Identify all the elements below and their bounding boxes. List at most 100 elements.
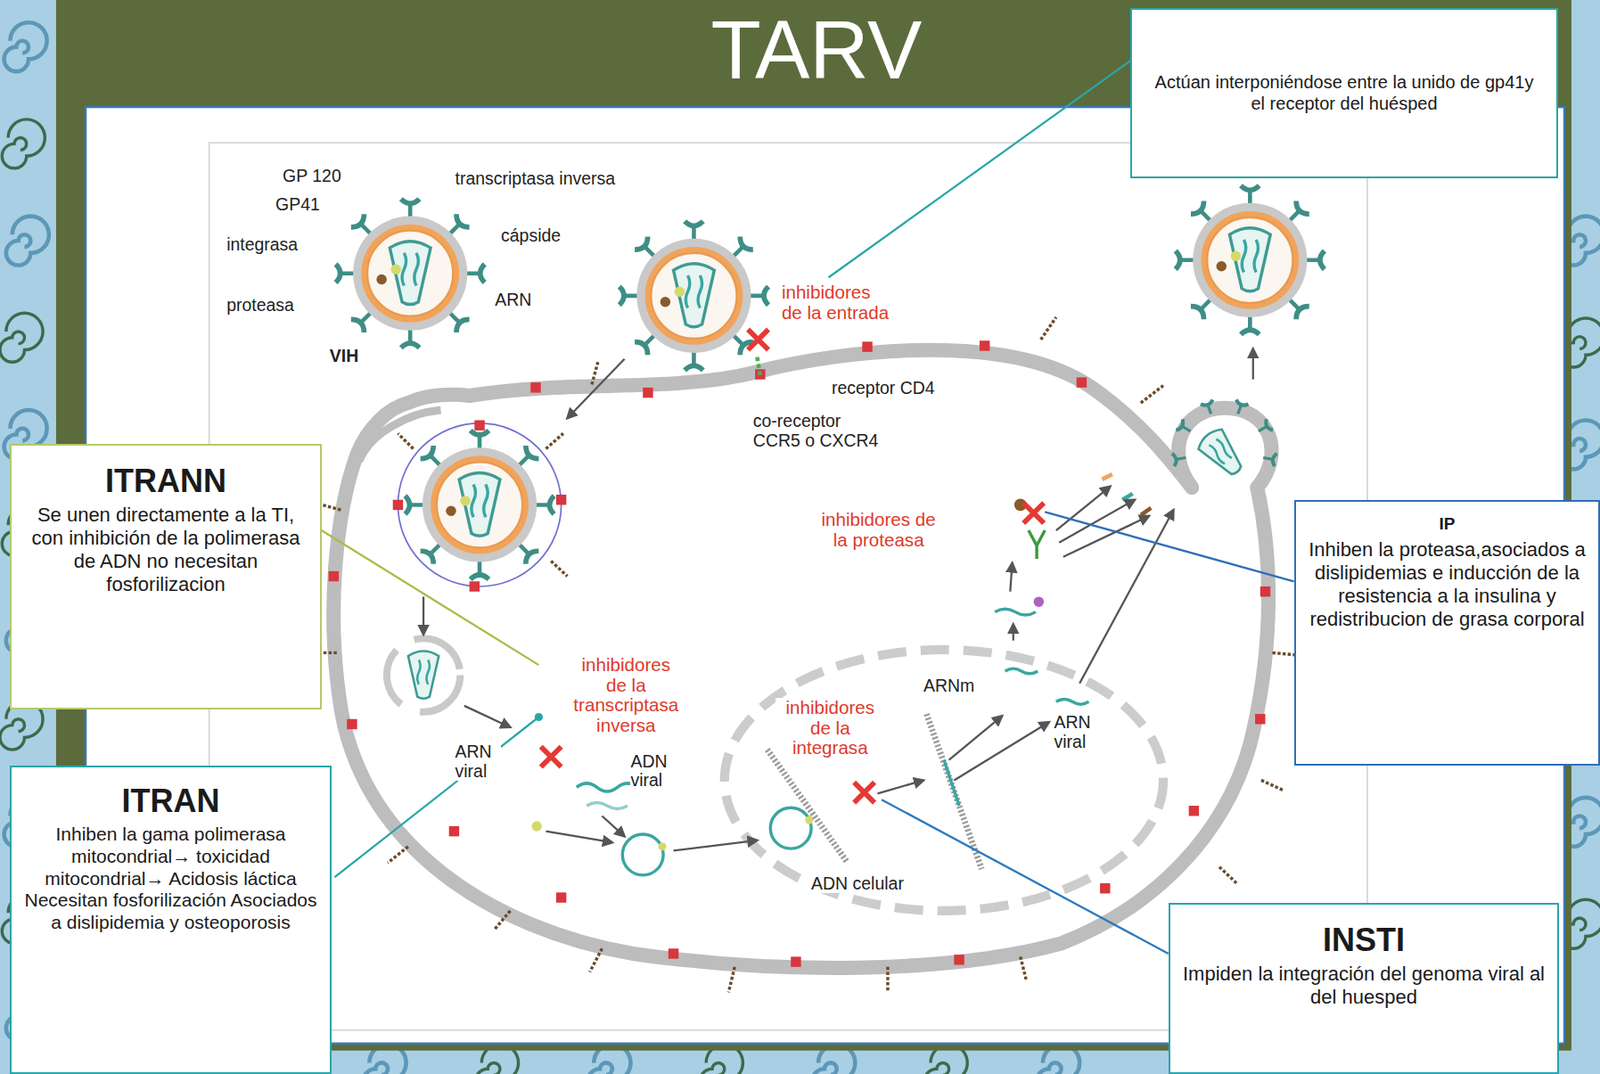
cell-membrane-part-part	[590, 948, 603, 972]
callout-box: ITRANInhiben la gama polimerasa mitocond…	[9, 765, 332, 1074]
virus-particles-part	[1172, 451, 1188, 467]
cell-membrane-part	[397, 423, 561, 587]
cell-membrane-part-part	[469, 581, 480, 591]
leader-lines-part	[1044, 511, 1294, 582]
process-arrows-part	[1009, 563, 1012, 592]
callout-text: Inhiben la proteasa,asociados a dislipid…	[1306, 538, 1588, 632]
virus-particles-part	[1255, 418, 1273, 437]
process-arrows-part	[1056, 486, 1111, 531]
virus-particles-part	[756, 357, 760, 377]
inhibition-marks-part	[1023, 502, 1044, 524]
callout-heading: ITRAN	[22, 781, 320, 821]
process-arrows-part	[877, 779, 925, 794]
cell-membrane-part-part	[474, 419, 485, 430]
process-arrows-part	[1079, 509, 1174, 684]
cell-membrane	[312, 317, 1295, 993]
cell-membrane-part-part	[530, 382, 541, 393]
callout-text: Inhiben la gama polimerasa mitocondrial→…	[22, 823, 320, 935]
background-part	[1, 119, 45, 169]
inhibitor-label: inhibidores de la proteasa	[816, 509, 942, 550]
cell-membrane-part-part	[493, 910, 510, 931]
part-label: ARN	[494, 290, 532, 310]
genome-steps-part	[943, 760, 960, 806]
part-label: receptor CD4	[831, 378, 936, 398]
genome-steps-part	[994, 608, 1036, 616]
process-arrows-part	[673, 840, 758, 851]
genome-steps-part	[576, 783, 639, 792]
cell-membrane-part-part	[790, 956, 801, 967]
cell-membrane-part-part	[1272, 652, 1296, 655]
part-label: ARN viral	[455, 742, 502, 781]
cell-membrane-part-part	[642, 387, 653, 398]
cell-membrane-part-part	[979, 340, 990, 351]
genome-steps-part	[1033, 596, 1044, 607]
cell-membrane-part-part	[449, 826, 460, 837]
process-arrows-part	[949, 715, 1003, 760]
genome-steps-part	[1005, 668, 1039, 674]
process-arrows-part	[953, 722, 1049, 780]
process-arrows-part	[1058, 500, 1135, 543]
cell-membrane-part-part	[328, 571, 339, 582]
callout-box: Actúan interponiéndose entre la unido de…	[1130, 8, 1559, 179]
genome-steps-part	[767, 749, 847, 862]
part-label: proteasa	[226, 295, 295, 315]
background-part	[209, 142, 1368, 1031]
part-label: VIH	[329, 346, 359, 366]
cell-membrane-part-part	[591, 361, 599, 385]
genome-steps-part	[586, 803, 628, 810]
cell-membrane-part	[328, 340, 1272, 968]
virus-particles-part	[408, 651, 439, 699]
leader-lines-part	[534, 713, 543, 722]
process-arrows-part	[545, 831, 612, 844]
cell-membrane-part-part	[1041, 317, 1057, 340]
genome-steps-part	[1122, 493, 1133, 501]
background-part	[4, 22, 48, 72]
virus-particles-part	[1175, 418, 1194, 437]
inhibition-marks	[541, 329, 1044, 804]
part-label: integrasa	[226, 235, 298, 255]
virus-particles-part	[1262, 451, 1278, 467]
genome-steps-part	[770, 807, 812, 849]
virus-particles	[336, 185, 1325, 712]
process-arrows-part	[1252, 348, 1255, 379]
leader-lines-part	[321, 530, 540, 665]
cell-membrane-part-part	[1140, 385, 1164, 403]
cell-membrane-part-part	[545, 433, 563, 449]
cell-membrane-part-part	[861, 341, 872, 352]
callout-box: ITRANNSe unen directamente a la TI, con …	[9, 443, 322, 710]
virus-particles-part	[1200, 399, 1217, 416]
callout-heading: INSTI	[1182, 920, 1545, 960]
genome-steps-part	[1140, 508, 1151, 516]
cell-membrane-part	[333, 394, 1269, 969]
cell-membrane-part-part	[346, 719, 357, 730]
cell-membrane-part-part	[728, 967, 735, 993]
genome-steps-part	[926, 713, 982, 870]
part-label: ADN viral	[630, 752, 677, 791]
process-arrows-part	[464, 705, 511, 728]
cell-membrane-part	[312, 317, 1295, 993]
part-label: cápside	[500, 226, 561, 246]
background-part	[0, 312, 43, 362]
part-label: transcriptasa inversa	[455, 169, 616, 189]
part-label: co-receptor CCR5 o CXCR4	[753, 411, 887, 451]
cell-membrane-part-part	[1076, 377, 1087, 387]
cell-membrane-part-part	[550, 560, 567, 576]
cell-membrane-part	[724, 649, 1164, 911]
virus-particles-part	[1195, 425, 1250, 482]
cell-membrane-part-part	[556, 494, 567, 505]
cell-membrane-part-part	[1219, 867, 1237, 884]
callout-box: IPInhiben la proteasa,asociados a dislip…	[1294, 500, 1600, 766]
process-arrows-part	[601, 815, 624, 837]
process-arrows-part	[566, 359, 624, 419]
genome-steps-part	[1056, 698, 1090, 705]
title-text: TARV	[711, 5, 923, 96]
process-arrows-part	[1012, 623, 1015, 640]
cell-membrane-part-part	[1189, 805, 1199, 816]
genome-steps-part	[1028, 530, 1045, 559]
genome-steps-part	[1101, 474, 1112, 480]
background-part	[6, 216, 50, 266]
cell-membrane-part-part	[886, 967, 889, 993]
part-label: ARN viral	[1054, 713, 1101, 752]
